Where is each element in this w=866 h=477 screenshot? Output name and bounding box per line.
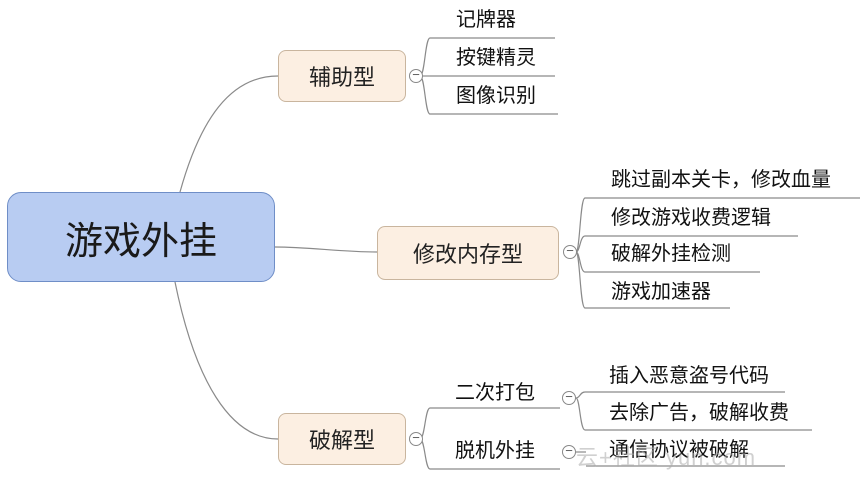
leaf-key-macro[interactable]: 按键精灵 — [456, 47, 536, 69]
root-node[interactable]: 游戏外挂 — [7, 192, 275, 282]
branch-crack[interactable]: 破解型 — [278, 413, 406, 465]
branch-memory-modify[interactable]: 修改内存型 — [377, 226, 559, 280]
sub-branch-repack[interactable]: 二次打包 — [455, 382, 535, 404]
connector-root-to-crack — [174, 281, 279, 440]
leaf-image-recognition[interactable]: 图像识别 — [456, 85, 536, 107]
leaf-speed-hack[interactable]: 游戏加速器 — [611, 281, 711, 303]
connector-root-to-assist — [179, 75, 279, 193]
leaf-skip-level[interactable]: 跳过副本关卡，修改血量 — [611, 169, 831, 191]
connector-root-to-memory — [274, 246, 378, 253]
leaf-protocol-cracked[interactable]: 通信协议被破解 — [609, 439, 749, 461]
collapse-toggle-crack[interactable]: − — [409, 431, 423, 446]
leaf-remove-ads[interactable]: 去除广告，破解收费 — [609, 402, 789, 424]
leaf-modify-billing[interactable]: 修改游戏收费逻辑 — [611, 207, 771, 229]
branch-assist[interactable]: 辅助型 — [278, 50, 406, 102]
connector-assist-fork — [419, 37, 431, 77]
leaf-card-counter[interactable]: 记牌器 — [456, 9, 516, 31]
collapse-toggle-repack[interactable]: − — [562, 390, 576, 405]
sub-branch-offline[interactable]: 脱机外挂 — [455, 440, 535, 462]
leaf-insert-malicious-code[interactable]: 插入恶意盗号代码 — [609, 365, 769, 387]
watermark: 云+社区 yun.com — [576, 445, 757, 470]
leaf-crack-detection[interactable]: 破解外挂检测 — [611, 243, 731, 265]
collapse-toggle-memory[interactable]: − — [563, 244, 577, 259]
collapse-toggle-assist[interactable]: − — [409, 68, 423, 83]
collapse-toggle-offline[interactable]: − — [562, 444, 576, 459]
